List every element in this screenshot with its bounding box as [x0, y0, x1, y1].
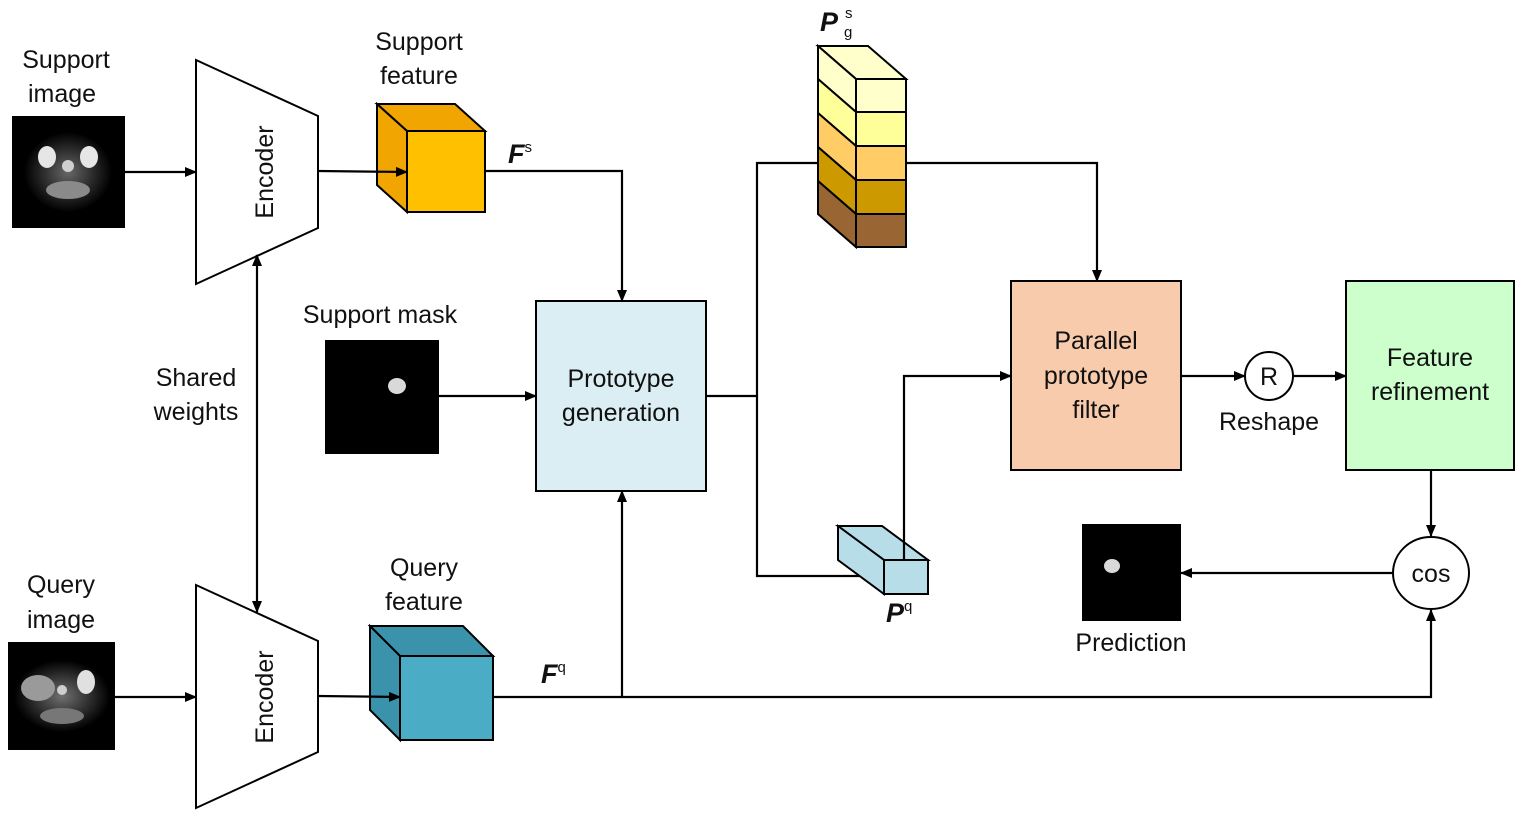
reshape-label: Reshape — [1219, 408, 1319, 436]
support-image-label-line2: image — [28, 80, 96, 108]
support-feature-to-prototype-generation-arrow — [485, 169, 627, 302]
support-prototype-symbol: P — [820, 7, 839, 37]
parallel-prototype-filter-label-line3: filter — [1072, 396, 1119, 424]
shared-weights-label-line2: weights — [153, 398, 239, 426]
feature-refinement-block: Feature refinement — [1345, 280, 1515, 471]
parallel-prototype-filter-block: Parallel prototype filter — [1010, 280, 1182, 471]
query-image-label-line1: Query — [27, 571, 96, 599]
query-image-label-line2: image — [27, 606, 95, 634]
support-mask-label: Support mask — [303, 301, 458, 329]
support-encoder-label: Encoder — [251, 125, 279, 218]
support-image-group: Support image — [12, 46, 125, 228]
parallel-prototype-filter-label-line2: prototype — [1044, 362, 1148, 390]
prediction-label: Prediction — [1075, 629, 1186, 657]
prototype-generation-to-query-prototype-arrow — [755, 396, 881, 581]
feature-refinement-label-line1: Feature — [1387, 344, 1473, 372]
prediction-image — [1082, 524, 1181, 621]
query-prototype-to-filter-arrow — [902, 371, 1012, 560]
query-image-group: Query image — [8, 571, 115, 750]
support-feature-label-line2: feature — [380, 62, 458, 90]
support-image — [12, 116, 125, 228]
support-mask-image — [325, 340, 439, 454]
prototype-generation-label-line1: Prototype — [567, 365, 674, 393]
feature-refinement-label-line2: refinement — [1371, 378, 1489, 406]
encoder-to-query-feature-arrow — [317, 691, 401, 702]
query-encoder-label: Encoder — [251, 650, 279, 743]
support-prototype-symbol-sup: s — [845, 5, 853, 22]
support-feature-label-line1: Support — [375, 28, 463, 56]
support-encoder: Encoder — [195, 58, 319, 286]
query-feature-symbol: Fq — [541, 659, 566, 689]
reshape-node: R — [1244, 351, 1294, 401]
query-encoder: Encoder — [195, 583, 319, 810]
query-image — [8, 642, 115, 750]
prototype-stack-side — [817, 43, 857, 250]
parallel-prototype-filter-label-line1: Parallel — [1054, 327, 1137, 355]
support-feature-symbol: Fs — [508, 139, 532, 169]
cos-label: cos — [1412, 560, 1451, 588]
query-prototype-block — [834, 524, 932, 596]
encoder-to-support-feature-arrow — [317, 166, 408, 177]
prototype-generation-block: Prototype generation — [535, 300, 707, 492]
prototype-generation-label-line2: generation — [562, 399, 680, 427]
query-feature-label-line1: Query — [390, 554, 459, 582]
query-feature-to-cos-arrow — [493, 609, 1436, 699]
shared-weights-label-line1: Shared — [156, 364, 237, 392]
reshape-symbol: R — [1260, 363, 1278, 391]
query-feature-label-line2: feature — [385, 588, 463, 616]
support-prototype-symbol-sub: g — [844, 24, 852, 41]
support-prototype-stack — [815, 43, 909, 250]
support-image-label-line1: Support — [22, 46, 110, 74]
query-feature-cube — [367, 623, 496, 743]
cos-node: cos — [1392, 536, 1470, 610]
query-prototype-symbol: Pq — [886, 598, 912, 628]
support-prototypes-to-filter-arrow — [906, 161, 1102, 282]
support-feature-cube — [374, 101, 488, 215]
